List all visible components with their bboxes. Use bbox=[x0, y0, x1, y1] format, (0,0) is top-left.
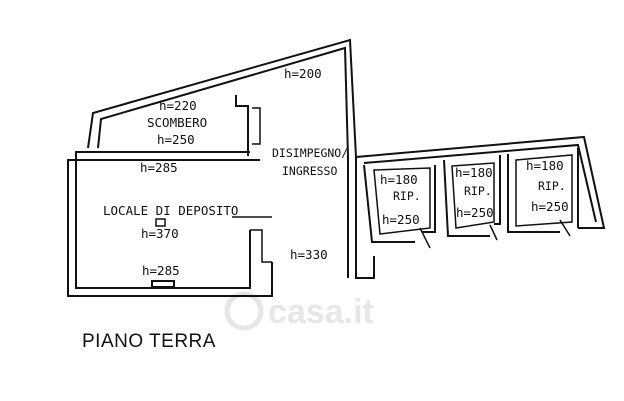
scombero-label: SCOMBERO bbox=[147, 115, 207, 130]
storage-outer-wall bbox=[355, 135, 606, 229]
ingresso-label: INGRESSO bbox=[282, 164, 337, 178]
rip3-height-top: h=180 bbox=[526, 158, 564, 173]
rip1-height-bottom: h=250 bbox=[382, 212, 420, 227]
rip2-height-top: h=180 bbox=[455, 165, 493, 180]
corridor-right-wall bbox=[355, 157, 375, 279]
rip1-label: RIP. bbox=[393, 189, 421, 203]
scombero-partition bbox=[235, 95, 249, 156]
rip2-door bbox=[489, 224, 498, 241]
deposito-label: LOCALE DI DEPOSITO bbox=[103, 203, 238, 218]
rip1-inner bbox=[373, 167, 431, 235]
scombero-height-top: h=220 bbox=[159, 98, 197, 113]
watermark-logo-icon bbox=[224, 291, 264, 331]
scombero-height-bottom: h=250 bbox=[157, 132, 195, 147]
deposito-vent bbox=[151, 280, 175, 288]
corridor-height-bottom: h=330 bbox=[290, 247, 328, 262]
deposito-inner-wall bbox=[75, 151, 251, 289]
rip2-inner bbox=[451, 162, 495, 229]
rip1-door bbox=[419, 227, 431, 249]
floor-label: PIANO TERRA bbox=[82, 331, 216, 352]
scombero-door-jamb bbox=[252, 107, 261, 145]
rip3-label: RIP. bbox=[538, 179, 566, 193]
rip2-height-bottom: h=250 bbox=[456, 205, 494, 220]
deposito-door bbox=[250, 229, 272, 263]
labels: h=220 SCOMBERO h=250 h=200 DISIMPEGNO/ I… bbox=[103, 66, 569, 278]
deposito-height-mid: h=370 bbox=[141, 226, 179, 241]
deposito-outer-wall bbox=[67, 159, 273, 297]
rip3-height-bottom: h=250 bbox=[531, 199, 569, 214]
rip1-height-top: h=180 bbox=[380, 172, 418, 187]
corridor-height-top: h=200 bbox=[284, 66, 322, 81]
scombero-inner-wall bbox=[97, 46, 349, 158]
rip1-walls bbox=[363, 164, 436, 243]
deposito-height-top: h=285 bbox=[140, 160, 178, 175]
storage-inner-wall bbox=[363, 143, 597, 223]
rip3-walls bbox=[507, 148, 579, 233]
rip3-inner bbox=[515, 154, 573, 227]
rip2-walls bbox=[443, 155, 501, 237]
rip2-label: RIP. bbox=[464, 184, 492, 198]
deposito-light-icon bbox=[155, 218, 166, 227]
walls bbox=[67, 38, 606, 297]
disimpegno-label: DISIMPEGNO/ bbox=[272, 146, 348, 160]
watermark: casa.it bbox=[224, 291, 374, 331]
watermark-text: casa.it bbox=[268, 293, 374, 331]
deposito-height-bottom: h=285 bbox=[142, 263, 180, 278]
scombero-outer-wall bbox=[87, 38, 357, 158]
